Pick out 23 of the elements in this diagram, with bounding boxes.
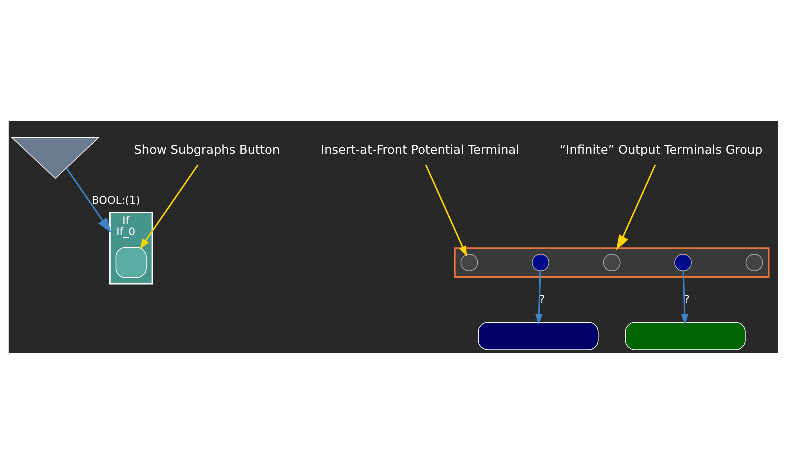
node-circle [746, 254, 764, 271]
node-circle [603, 254, 621, 271]
node-box [625, 322, 746, 350]
node-circle [674, 254, 692, 271]
node-text: Show Subgraphs Button [134, 142, 280, 157]
node-text: Insert-at-Front Potential Terminal [321, 142, 520, 157]
node-text: “Infinite” Output Terminals Group [560, 142, 763, 157]
arrow [140, 164, 199, 249]
arrow [535, 270, 543, 324]
edge-label: ? [684, 292, 690, 306]
node-circle [460, 254, 478, 271]
node-triangle [11, 136, 100, 179]
node-box [116, 246, 147, 278]
cluster: If If_0 [109, 211, 154, 284]
edge-label: ? [539, 292, 546, 306]
edge-label: BOOL:(1) [92, 193, 140, 206]
arrow [616, 164, 656, 250]
arrow [425, 164, 468, 256]
arrow [681, 270, 689, 324]
arrow [66, 167, 112, 233]
node-box [478, 322, 599, 350]
cluster [454, 247, 770, 278]
node-circle [532, 254, 550, 271]
